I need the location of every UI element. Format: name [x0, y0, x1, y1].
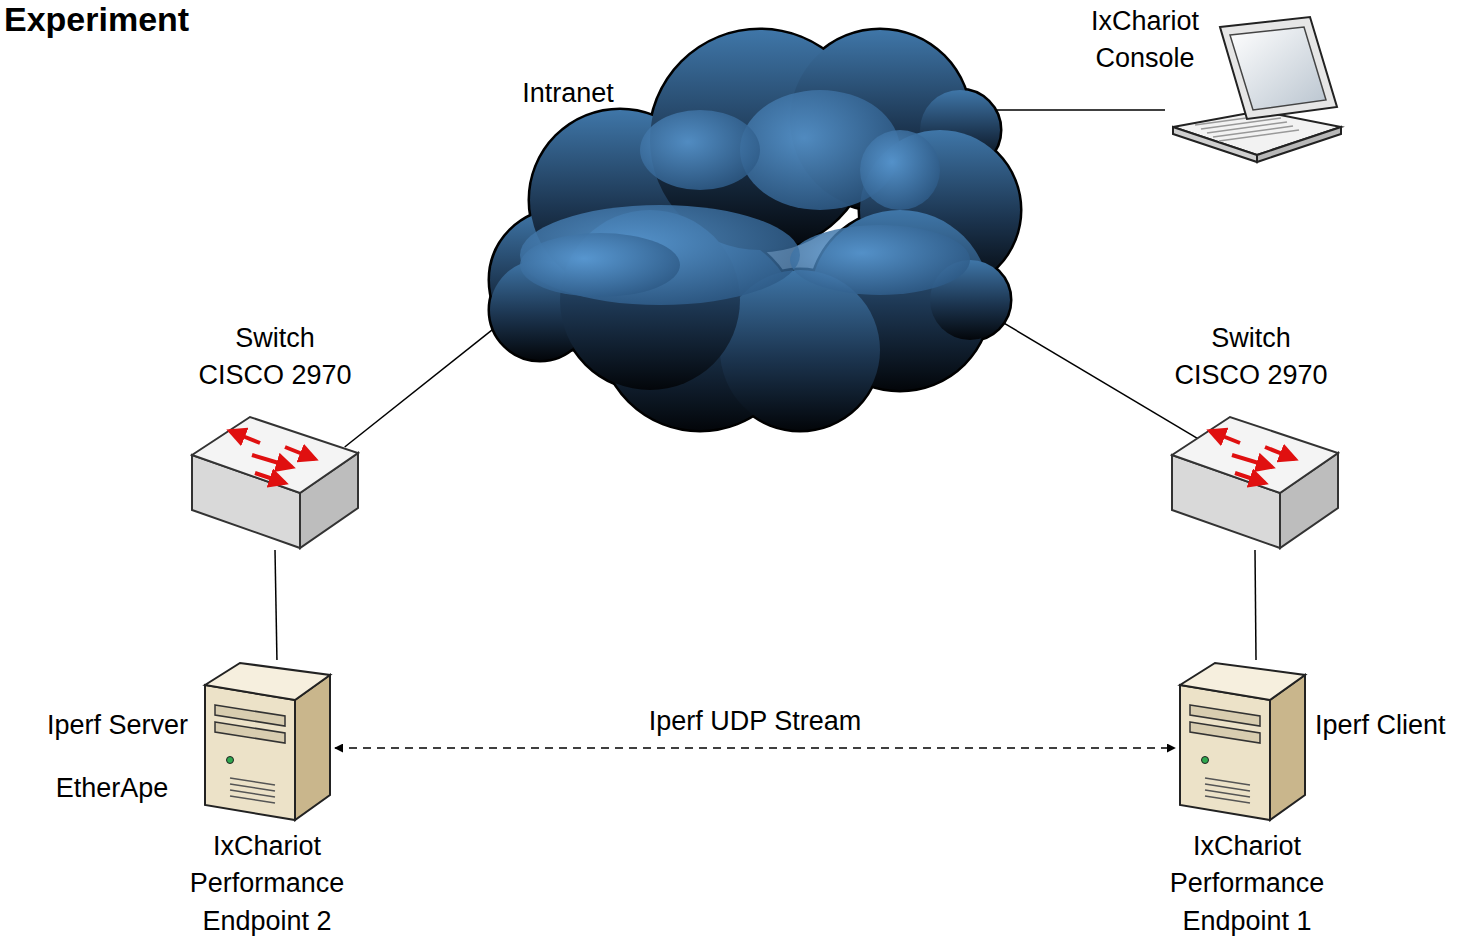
switch-icon: [190, 415, 360, 550]
edge-label: Iperf UDP Stream: [645, 703, 866, 740]
network-cloud: Intranet: [490, 35, 1020, 430]
node-label: Switch CISCO 2970: [194, 320, 356, 395]
node-label: Iperf Client: [1315, 707, 1480, 744]
node-label: IxChariot Performance Endpoint 1: [1147, 828, 1347, 939]
node-label: Intranet: [508, 75, 628, 112]
node-label: IxChariot Performance Endpoint 2: [167, 828, 367, 939]
switch-icon: [1170, 415, 1340, 550]
network-switch: Switch CISCO 2970: [1170, 415, 1340, 550]
console-laptop: IxChariot Console: [1165, 15, 1345, 165]
server-endpoint: Iperf ServerEtherApeIxChariot Performanc…: [200, 660, 335, 820]
network-link: [985, 109, 1165, 111]
node-label: IxChariot Console: [1070, 3, 1220, 78]
network-link: [345, 327, 496, 447]
node-label: EtherApe: [47, 770, 177, 807]
node-label: Switch CISCO 2970: [1170, 320, 1332, 395]
diagram-title: Experiment: [4, 0, 189, 39]
laptop-icon: [1165, 15, 1345, 165]
node-label: Iperf Server: [0, 707, 188, 744]
server-icon: [200, 660, 335, 820]
server-endpoint: Iperf ClientIxChariot Performance Endpoi…: [1175, 660, 1310, 820]
network-link: [995, 318, 1200, 440]
network-link: [1255, 550, 1256, 660]
server-icon: [1175, 660, 1310, 820]
network-switch: Switch CISCO 2970: [190, 415, 360, 550]
dashed-stream: [335, 747, 1175, 749]
network-link: [275, 550, 277, 660]
